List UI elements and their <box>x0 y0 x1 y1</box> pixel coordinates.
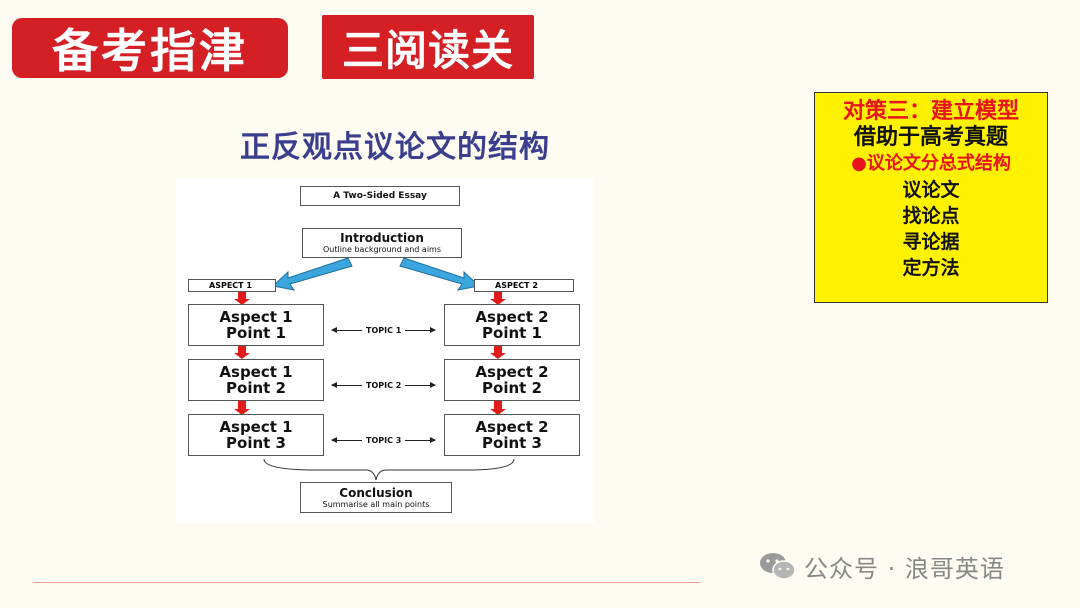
topic-1-connector: TOPIC 1 <box>331 326 437 335</box>
conclusion-title: Conclusion <box>339 485 413 500</box>
box-line: Point 1 <box>226 324 286 342</box>
topic-arrow-right <box>405 437 437 443</box>
conclusion-box: Conclusion Summarise all main points <box>300 482 452 513</box>
aspect-1-point-1-box: Aspect 1 Point 1 <box>188 304 324 346</box>
topic-arrow-right <box>405 327 437 333</box>
strategy-panel: 对策三：建立模型 借助于高考真题 ●议论文分总式结构 议论文 找论点 寻论据 定… <box>814 92 1048 303</box>
box-line: Aspect 1 <box>219 308 293 326</box>
topic-label: TOPIC 1 <box>366 326 402 335</box>
topic-label: TOPIC 3 <box>366 436 402 445</box>
box-line: Aspect 2 <box>475 308 549 326</box>
topic-arrow-left <box>331 382 362 388</box>
box-line: Aspect 1 <box>219 363 293 381</box>
introduction-box: Introduction Outline background and aims <box>302 228 462 258</box>
essay-label-text: A Two-Sided Essay <box>333 191 427 201</box>
introduction-title: Introduction <box>340 231 424 245</box>
aspect-2-point-3-box: Aspect 2 Point 3 <box>444 414 580 456</box>
box-line: Point 1 <box>482 324 542 342</box>
essay-label: A Two-Sided Essay <box>300 186 460 206</box>
bottom-brace <box>263 458 515 481</box>
conclusion-subtitle: Summarise all main points <box>322 499 430 509</box>
topic-arrow-right <box>405 382 437 388</box>
aspect-1-point-3-box: Aspect 1 Point 3 <box>188 414 324 456</box>
panel-highlight: ●议论文分总式结构 <box>851 153 1011 174</box>
blue-arrow-right <box>399 257 481 291</box>
topic-badge: 三阅读关 <box>322 15 534 79</box>
panel-subheading: 借助于高考真题 <box>853 125 1008 150</box>
panel-item: 议论文 <box>902 179 960 201</box>
panel-item: 寻论据 <box>902 231 960 253</box>
topic-2-connector: TOPIC 2 <box>331 381 437 390</box>
box-line: Point 3 <box>482 434 542 452</box>
watermark: 公众号 · 浪哥英语 <box>758 548 1005 584</box>
aspect-2-point-1-box: Aspect 2 Point 1 <box>444 304 580 346</box>
box-line: Point 2 <box>482 379 542 397</box>
diagram-title: 正反观点议论文的结构 <box>240 130 550 165</box>
box-line: Aspect 2 <box>475 363 549 381</box>
topic-3-connector: TOPIC 3 <box>331 436 437 445</box>
blue-arrow-left <box>271 257 353 291</box>
aspect-2-point-2-box: Aspect 2 Point 2 <box>444 359 580 401</box>
panel-item: 定方法 <box>902 257 960 279</box>
essay-structure-diagram: A Two-Sided Essay Introduction Outline b… <box>176 178 594 523</box>
section-badge: 备考指津 <box>12 18 288 78</box>
aspect-2-label: ASPECT 2 <box>474 279 574 292</box>
red-arrows <box>234 291 506 415</box>
wechat-icon <box>760 553 796 580</box>
introduction-subtitle: Outline background and aims <box>322 245 442 254</box>
box-line: Aspect 1 <box>219 418 293 436</box>
topic-arrow-left <box>331 327 362 333</box>
panel-item: 找论点 <box>902 205 960 227</box>
topic-label: TOPIC 2 <box>366 381 402 390</box>
box-line: Point 3 <box>226 434 286 452</box>
topic-arrow-left <box>331 437 362 443</box>
diagram-connectors <box>234 257 515 481</box>
watermark-text: 公众号 · 浪哥英语 <box>804 554 1005 583</box>
aspect-1-label: ASPECT 1 <box>188 279 276 292</box>
box-line: Point 2 <box>226 379 286 397</box>
aspect-1-point-2-box: Aspect 1 Point 2 <box>188 359 324 401</box>
panel-heading: 对策三：建立模型 <box>842 99 1019 124</box>
footer-divider <box>33 582 700 583</box>
box-line: Aspect 2 <box>475 418 549 436</box>
